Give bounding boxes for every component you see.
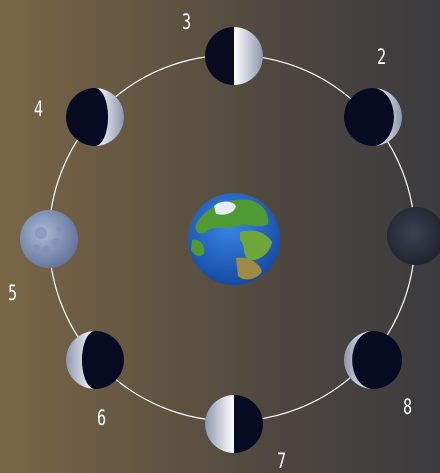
moon-phase-8 xyxy=(344,331,402,389)
moon-phase-5 xyxy=(20,210,78,268)
moon-phase-new xyxy=(387,207,440,265)
phase-label-2: 2 xyxy=(377,45,387,69)
earth-land-europe xyxy=(240,230,272,261)
phase-label-8: 8 xyxy=(403,395,413,419)
earth-land-north xyxy=(195,199,269,234)
phase-label-6: 6 xyxy=(97,406,107,430)
earth-land-africa xyxy=(236,257,262,280)
moon-dark-side xyxy=(344,88,402,146)
moon-phase-4 xyxy=(66,88,124,146)
earth xyxy=(188,193,280,285)
moon-disc xyxy=(387,207,440,265)
moon-disc xyxy=(20,210,78,268)
phase-label-3: 3 xyxy=(182,10,192,34)
moon-phase-6 xyxy=(66,331,124,389)
earth-land-americas xyxy=(191,239,205,257)
moon-lit-side xyxy=(95,88,124,146)
moon-lit-side xyxy=(66,331,95,389)
moon-lit-side xyxy=(234,27,263,85)
moon-phase-2 xyxy=(344,88,402,146)
moon-phase-7 xyxy=(205,395,263,453)
earth-land-greenland xyxy=(214,201,236,215)
moon-lit-side xyxy=(344,331,373,389)
moon-crater xyxy=(56,226,62,232)
phase-label-5: 5 xyxy=(8,281,18,305)
moon-crater xyxy=(51,238,61,248)
moon-lit-side xyxy=(205,395,234,453)
moon-crater xyxy=(34,244,40,250)
moon-crater xyxy=(43,245,51,253)
moon-phase-3 xyxy=(205,27,263,85)
moon-lit-side xyxy=(373,88,402,146)
phase-label-4: 4 xyxy=(34,97,44,121)
moon-crater xyxy=(35,227,47,239)
phase-label-7: 7 xyxy=(277,449,287,473)
moon-dark-side xyxy=(344,331,402,389)
